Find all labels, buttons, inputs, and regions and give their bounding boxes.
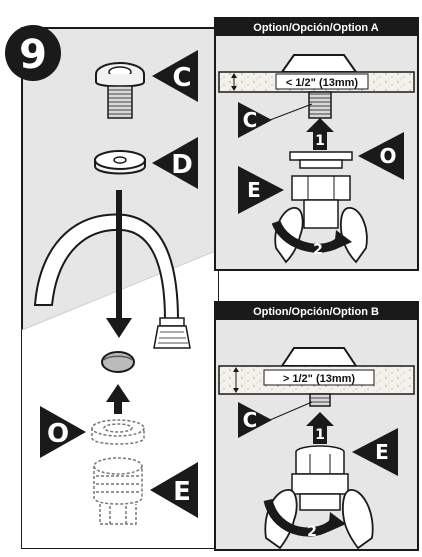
up-arrow: [106, 384, 130, 414]
countertop-hole: [101, 351, 135, 373]
panel-a-label-e: E: [247, 178, 261, 202]
panel-a-header-bg: [215, 18, 418, 36]
panel-a-dimension: < 1/2" (13mm): [286, 77, 359, 89]
label-c-callout: C: [152, 50, 198, 102]
panel-b-step-1: 1: [315, 427, 325, 443]
step-number: 9: [19, 32, 47, 78]
panel-b-label-c: C: [243, 408, 258, 432]
panel-a-step-2: 2: [313, 242, 323, 258]
panel-option-b: Option/Opción/Option B > 1/2" (13mm) C 1…: [214, 301, 419, 551]
label-c: C: [172, 63, 191, 93]
panel-b-header-bg: [215, 302, 418, 320]
screw-part-c: [95, 62, 145, 119]
label-o: O: [47, 419, 69, 449]
panel-option-a: Option/Opción/Option A < 1/2" (13mm) C 1…: [214, 17, 419, 271]
label-e-callout: E: [150, 462, 198, 518]
wrench-part-e: [93, 457, 143, 525]
main-illustration: 9 C D: [5, 25, 219, 549]
panel-b-step-2: 2: [307, 524, 317, 540]
washer-part-d: [94, 150, 146, 175]
panel-a-right-hand: [340, 207, 368, 264]
panel-a-label-o: O: [379, 144, 396, 168]
down-arrow: [106, 190, 132, 338]
nut-part-o: [91, 419, 145, 445]
label-o-callout: O: [40, 406, 86, 458]
panel-a-header: Option/Opción/Option A: [253, 22, 379, 34]
faucet-spout: [33, 213, 191, 349]
panel-b-dimension: > 1/2" (13mm): [283, 373, 356, 385]
label-e: E: [173, 477, 191, 507]
panel-a-label-c: C: [243, 108, 258, 132]
panel-b-header: Option/Opción/Option B: [253, 306, 379, 318]
label-d: D: [171, 150, 193, 180]
label-d-callout: D: [152, 137, 198, 189]
panel-b-right-hand: [342, 489, 374, 550]
panel-b-label-e: E: [375, 440, 389, 464]
step-number-badge: 9: [5, 25, 61, 81]
panel-a-step-1: 1: [315, 133, 325, 149]
